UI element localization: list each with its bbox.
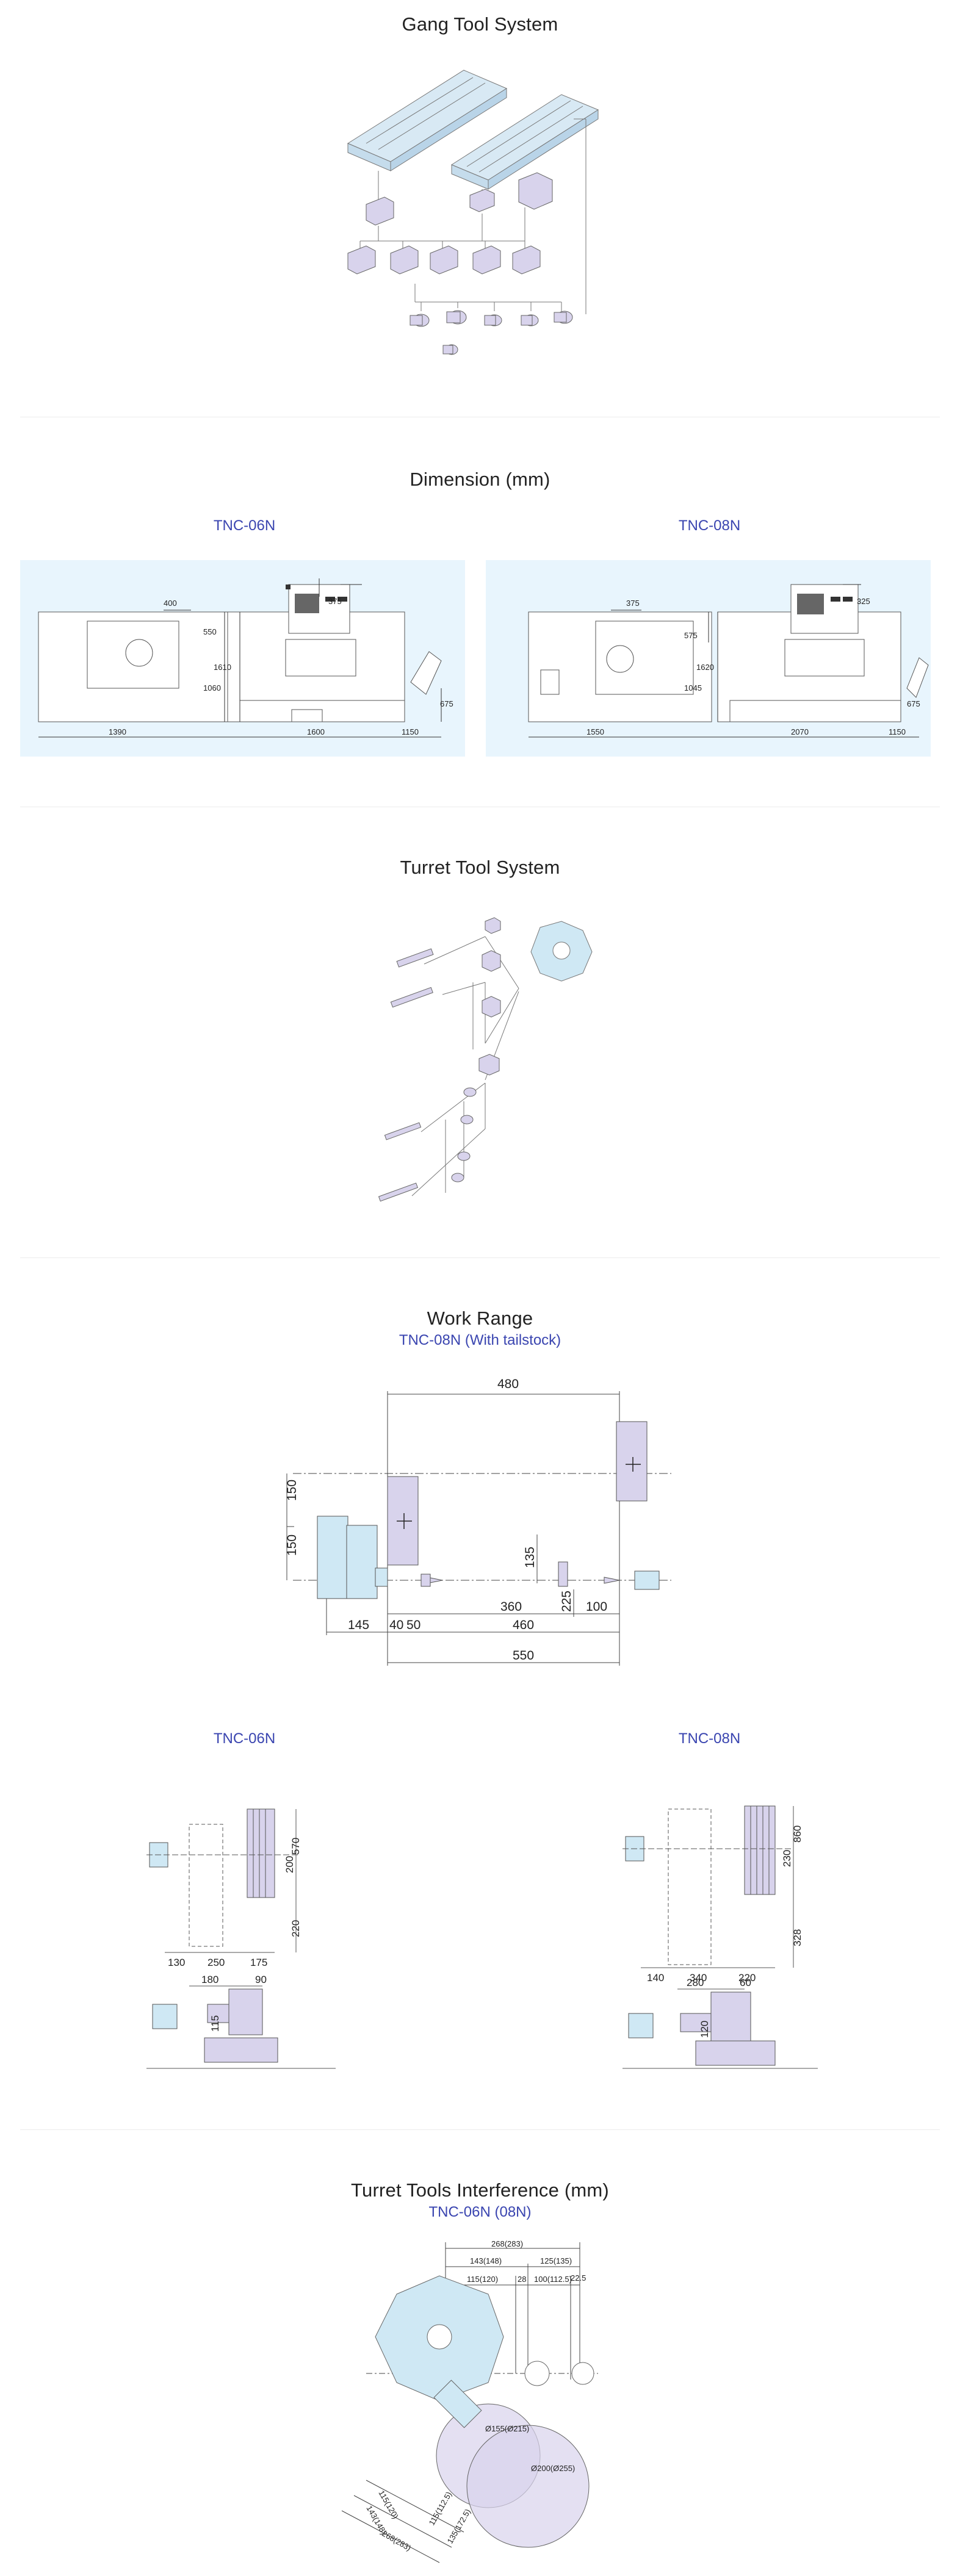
gang-tool-diagram (347, 70, 599, 355)
dim-220: 220 (738, 1972, 756, 1984)
dim-200: 200 (284, 1856, 295, 1873)
dim-460: 460 (513, 1618, 534, 1632)
tnc06n-work-range-drawing: 570 200 220 130 250 175 180 90 115 (146, 1808, 336, 2069)
dim-125-135: 125(135) (540, 2256, 572, 2265)
dimension-right-model: TNC-08N (678, 517, 741, 534)
dim-22-5: 22.5 (571, 2273, 586, 2283)
dim-200-255: Ø200(Ø255) (531, 2464, 575, 2473)
dim-180: 180 (201, 1974, 218, 1985)
dim-1390: 1390 (109, 727, 126, 736)
dim-60: 60 (740, 1977, 751, 1988)
dim-1600: 1600 (307, 727, 325, 736)
dimension-left-panel: 400 375 550 1610 1060 675 1390 1600 1150 (20, 560, 465, 757)
work-range-title: Work Range (427, 1308, 533, 1329)
dim-155-215: Ø155(Ø215) (485, 2424, 529, 2433)
dim-328: 328 (792, 1929, 803, 1946)
dim-115: 115 (209, 2015, 221, 2032)
dim-570: 570 (290, 1838, 301, 1855)
dim-860: 860 (792, 1826, 803, 1843)
model-right-title: TNC-08N (678, 1730, 741, 1747)
dim-375: 375 (626, 599, 640, 608)
dim-225: 225 (560, 1591, 574, 1612)
dim-550: 550 (203, 627, 217, 636)
dim-340: 340 (690, 1972, 707, 1984)
dim-1620: 1620 (696, 663, 714, 672)
interference-diagram: 268(283) 143(148) 125(135) 115(120) 28 1… (341, 2239, 598, 2563)
dim-2070: 2070 (791, 727, 809, 736)
section-divider (20, 1257, 940, 1258)
tnc08n-work-range-drawing: 860 230 328 140 340 220 280 60 120 (623, 1805, 818, 2069)
model-left-title: TNC-06N (213, 1730, 276, 1747)
dim-575: 575 (684, 631, 698, 640)
dim-115-112-5: 115(112.5) (427, 2490, 453, 2527)
dim-250: 250 (208, 1957, 225, 1968)
dim-150-bottom: 150 (285, 1534, 299, 1556)
dim-675: 675 (907, 699, 920, 708)
dim-230: 230 (781, 1850, 793, 1867)
gang-tool-title: Gang Tool System (402, 13, 558, 35)
dim-280: 280 (687, 1977, 704, 1988)
dimension-right-panel: 375 325 575 1620 1045 675 1550 2070 1150 (486, 560, 931, 757)
dim-375: 375 (328, 597, 342, 606)
dim-480: 480 (497, 1377, 519, 1391)
dim-135-172-5: 135(172.5) (446, 2508, 472, 2545)
dim-220: 220 (290, 1920, 301, 1937)
dim-400: 400 (164, 599, 177, 608)
dim-360: 360 (500, 1600, 522, 1614)
dim-1610: 1610 (214, 663, 231, 672)
turret-disk-icon (530, 921, 593, 982)
dim-675: 675 (440, 699, 453, 708)
dim-50: 50 (406, 1618, 420, 1632)
dimension-title: Dimension (mm) (410, 469, 550, 490)
dim-130: 130 (168, 1957, 185, 1968)
dim-1550: 1550 (586, 727, 604, 736)
dim-550: 550 (513, 1649, 534, 1663)
tnc06n-dimension-drawing: 400 375 550 1610 1060 675 1390 1600 1150 (38, 578, 453, 738)
dim-140: 140 (647, 1972, 664, 1984)
turret-tool-title: Turret Tool System (400, 857, 560, 878)
dim-40: 40 (389, 1618, 403, 1632)
dim-175: 175 (250, 1957, 267, 1968)
dim-28: 28 (518, 2275, 526, 2284)
dim-90: 90 (255, 1974, 267, 1985)
dim-145: 145 (348, 1618, 369, 1632)
dim-1045: 1045 (684, 683, 702, 693)
dim-1060: 1060 (203, 683, 221, 693)
dim-100-112-5: 100(112.5) (534, 2275, 572, 2284)
dim-115-120: 115(120) (467, 2275, 498, 2284)
dim-135: 135 (523, 1547, 537, 1568)
dim-1150: 1150 (402, 727, 419, 736)
interference-subtitle: TNC-06N (08N) (428, 2204, 532, 2220)
dim-143-148: 143(148) (470, 2256, 502, 2265)
dim-268-283: 268(283) (491, 2239, 523, 2248)
dimension-left-model: TNC-06N (213, 517, 276, 534)
dim-100: 100 (586, 1600, 607, 1614)
dim-115-120-b: 115(120) (377, 2489, 400, 2520)
work-range-subtitle: TNC-08N (With tailstock) (399, 1332, 561, 1348)
section-divider (20, 2129, 940, 2130)
dim-325: 325 (857, 597, 870, 606)
work-range-diagram: 480 150 150 135 225 360 100 145 40 50 46… (285, 1377, 671, 1666)
dim-120: 120 (699, 2021, 710, 2038)
tnc08n-dimension-drawing: 375 325 575 1620 1045 675 1550 2070 1150 (528, 584, 929, 738)
dim-150-top: 150 (285, 1480, 299, 1501)
turret-tool-diagram (378, 917, 593, 1202)
dim-1150: 1150 (889, 727, 906, 736)
interference-title: Turret Tools Interference (mm) (351, 2179, 609, 2201)
dim-268-283-b: 268(283) (381, 2529, 413, 2553)
